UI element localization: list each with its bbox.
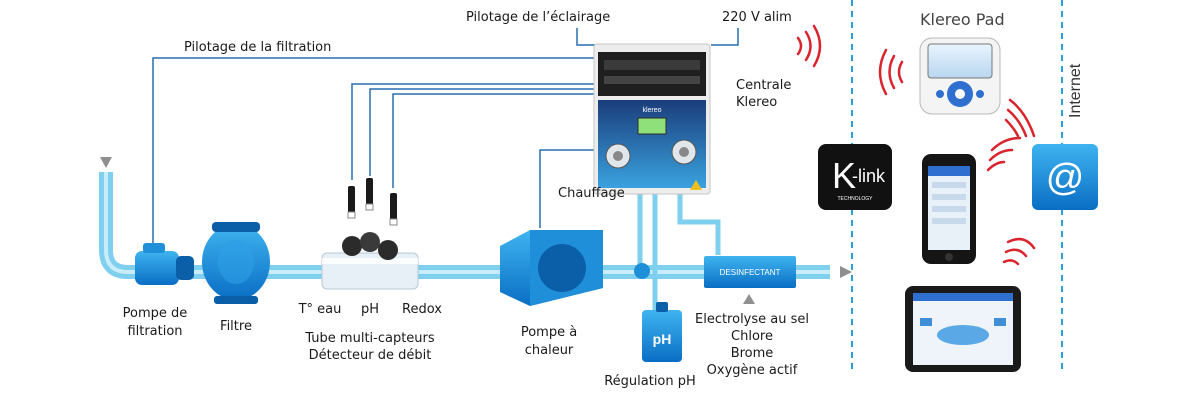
control-unit-brand: klereo	[642, 107, 661, 114]
signal-waves-phone-icon	[986, 136, 1036, 266]
label-filtration-pump-2: filtration	[127, 324, 183, 339]
control-wires	[152, 28, 739, 250]
heat-pump-icon	[500, 230, 603, 306]
klink-link: -link	[852, 166, 886, 186]
internet-label: Internet	[1067, 63, 1084, 118]
label-lighting-control: Pilotage de l’éclairage	[466, 10, 611, 25]
disinfectant-arrow-icon	[743, 294, 755, 304]
internet-at-icon: @	[1032, 144, 1098, 210]
klereo-control-unit: klereo	[593, 43, 711, 195]
filtration-pump-icon	[135, 243, 194, 285]
label-ph-regulation: Régulation pH	[604, 374, 696, 389]
smartphone-icon	[922, 154, 976, 264]
klink-k: K	[832, 155, 856, 196]
label-klereo-pad: Klereo Pad	[920, 10, 1005, 29]
ph-canister-label: pH	[653, 331, 672, 347]
water-pipe	[99, 172, 830, 279]
label-heat-pump-1: Pompe à	[520, 325, 578, 340]
signal-waves-pad-icon	[878, 48, 1036, 138]
label-filtration-pump-1: Pompe de	[122, 306, 188, 321]
label-power-supply: 220 V alim	[722, 10, 792, 25]
disinfectant-unit: DESINFECTANT	[704, 256, 796, 288]
label-tube-2: Détecteur de débit	[308, 348, 432, 363]
filter-icon	[202, 222, 270, 304]
label-chlorine: Chlore	[731, 329, 773, 344]
pipe-inlet-arrow-icon	[100, 157, 112, 168]
label-active-oxygen: Oxygène actif	[706, 363, 798, 378]
label-bromine: Brome	[730, 346, 774, 361]
at-symbol: @	[1046, 157, 1085, 199]
klink-technology: TECHNOLOGY	[837, 196, 873, 202]
disinfectant-label: DESINFECTANT	[720, 268, 781, 277]
label-tube-1: Tube multi-capteurs	[305, 331, 435, 346]
multi-sensor-tube-icon	[321, 178, 419, 290]
klereo-pad-device-icon	[919, 37, 1001, 115]
label-control-unit-2: Klereo	[736, 95, 778, 110]
ph-canister-icon: pH	[642, 302, 682, 362]
ph-injection-node-icon	[634, 263, 650, 279]
label-filtration-control: Pilotage de la filtration	[184, 40, 332, 55]
label-water-temp: T° eau	[298, 302, 342, 317]
label-ph-sensor: pH	[360, 302, 380, 317]
label-heating: Chauffage	[558, 186, 625, 201]
signal-waves-control-icon	[796, 24, 822, 68]
klink-logo: K -link TECHNOLOGY	[818, 144, 892, 210]
label-redox: Redox	[402, 302, 442, 317]
label-filter: Filtre	[220, 319, 252, 334]
pipe-outlet-arrow-icon	[840, 266, 852, 278]
feed-pipes	[637, 188, 721, 310]
label-heat-pump-2: chaleur	[524, 343, 574, 358]
tablet-icon	[905, 286, 1021, 372]
label-salt-electrolysis: Electrolyse au sel	[694, 312, 810, 327]
label-control-unit-1: Centrale	[736, 78, 792, 93]
